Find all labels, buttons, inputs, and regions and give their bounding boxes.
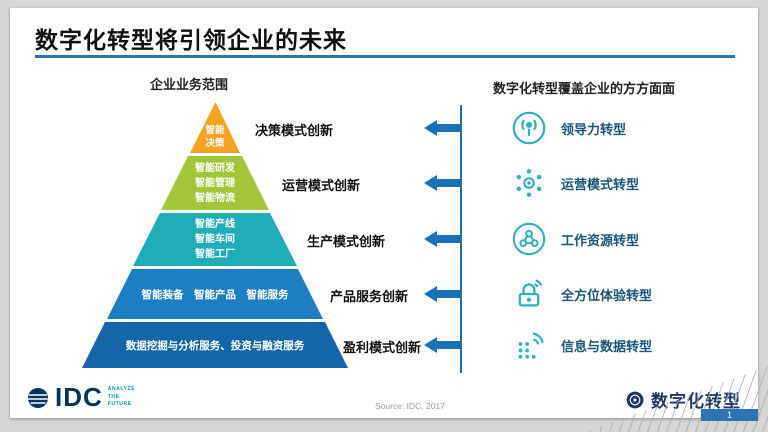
tier-label-decision: 决策模式创新	[255, 123, 334, 138]
tier-label-products: 产品服务创新	[330, 289, 409, 304]
badge-logo-icon	[626, 391, 644, 408]
transformation-label: 领导力转型	[561, 121, 627, 137]
tier-line: 智能物流	[195, 192, 235, 204]
tier-line: 智能研发	[195, 162, 235, 174]
transformation-label: 运营模式转型	[561, 176, 640, 192]
tier-label-production: 生产模式创新	[307, 234, 386, 249]
data-icon	[510, 326, 548, 364]
tier-line: 智能管理	[195, 177, 235, 189]
page-number: 1	[726, 410, 732, 420]
idc-logo-text: IDC	[55, 382, 103, 412]
left-arrow-icon	[424, 120, 461, 136]
resources-icon	[510, 220, 548, 258]
pyramid-tier-production: 智能产线 智能车间 智能工厂	[133, 213, 297, 266]
experience-icon	[510, 275, 548, 313]
title-underline	[35, 55, 735, 58]
left-arrow-icon	[424, 231, 461, 247]
tier-line: 智能产线	[195, 219, 235, 230]
page-number-bar: 1	[701, 409, 758, 421]
slide: 数字化转型将引领企业的未来 企业业务范围 数字化转型覆盖企业的方方面面 智能 决…	[10, 8, 758, 418]
transformation-item: 领导力转型	[510, 108, 626, 148]
tier-label-operations: 运营模式创新	[282, 178, 361, 193]
source-note: Source: IDC, 2017	[375, 401, 445, 411]
leadership-icon	[510, 109, 548, 147]
tier-line: 数据挖掘与分析服务、投资与融资服务	[125, 339, 305, 352]
tier-line: 智能工厂	[195, 249, 235, 260]
tier-line: 智能	[205, 125, 225, 137]
pyramid-header: 企业业务范围	[150, 77, 229, 92]
operations-icon	[510, 164, 548, 202]
idc-logo-icon	[28, 387, 48, 408]
idc-logo: IDC ANALYZE THE FUTURE	[26, 382, 135, 413]
transformation-label: 全方位体验转型	[561, 287, 653, 303]
transformation-item: 工作资源转型	[510, 219, 639, 259]
left-arrow-icon	[424, 337, 461, 353]
tier-line: 智能车间	[195, 234, 235, 245]
pyramid-tier-services: 数据挖掘与分析服务、投资与融资服务	[82, 322, 348, 368]
tier-line: 智能装备 智能产品 智能服务	[141, 288, 289, 301]
tier-line: 决策	[205, 137, 225, 149]
transformation-item: 全方位体验转型	[510, 274, 652, 314]
transformation-item: 运营模式转型	[510, 163, 639, 203]
left-arrow-icon	[424, 175, 461, 191]
transformation-item: 信息与数据转型	[510, 325, 652, 365]
page-title: 数字化转型将引领企业的未来	[35, 27, 347, 53]
transformation-label: 工作资源转型	[561, 232, 640, 248]
tier-label-profit: 盈利模式创新	[343, 340, 422, 355]
transformations-header: 数字化转型覆盖企业的方方面面	[493, 81, 676, 96]
transformation-label: 信息与数据转型	[561, 338, 653, 354]
connector-vertical-line	[460, 105, 462, 373]
idc-tagline: ANALYZE THE FUTURE	[107, 386, 136, 408]
pyramid-tier-products: 智能装备 智能产品 智能服务	[107, 269, 323, 319]
left-arrow-icon	[424, 286, 461, 302]
pyramid: 智能 决策 智能研发 智能管理 智能物流 智能产线 智能车间 智能工厂 智能装备…	[60, 103, 370, 368]
